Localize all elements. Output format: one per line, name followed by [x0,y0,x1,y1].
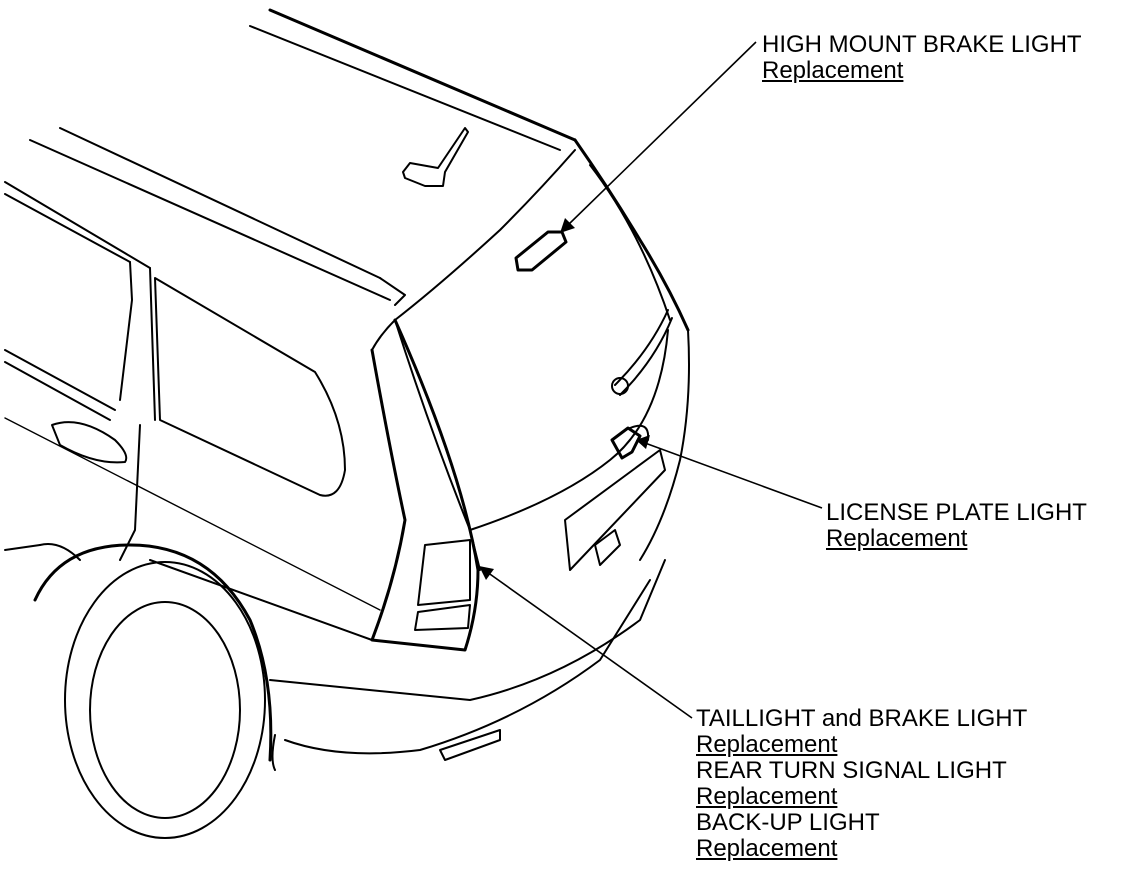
leader-rear-group [479,566,693,719]
door-handle [51,421,128,464]
taillight-assembly [370,318,480,652]
link-taillight-replacement[interactable]: Replacement [696,731,838,758]
link-license-plate-replacement[interactable]: Replacement [826,525,968,552]
link-high-mount-replacement[interactable]: Replacement [762,57,904,84]
leader-license [636,435,823,509]
high-mount-brake-light-shape [514,230,568,272]
rear-bumper [269,559,666,771]
leader-high-mount [560,41,757,233]
side-window [4,261,346,497]
label-taillight-title: TAILLIGHT and BRAKE LIGHT [696,705,1028,732]
tailgate-lower [469,329,690,571]
label-high-mount-title: HIGH MOUNT BRAKE LIGHT [762,31,1082,58]
label-turn-signal-title: REAR TURN SIGNAL LIGHT [696,757,1007,784]
label-license-plate: LICENSE PLATE LIGHT Replacement [826,500,1087,552]
rear-window [371,138,690,531]
label-rear-group: TAILLIGHT and BRAKE LIGHT Replacement RE… [696,706,1027,862]
roof-outline [4,8,577,306]
rear-wiper [611,309,673,396]
link-turn-signal-replacement[interactable]: Replacement [696,783,838,810]
body-side [4,417,381,641]
rear-wheel [33,543,273,839]
antenna-icon [402,127,469,187]
label-high-mount: HIGH MOUNT BRAKE LIGHT Replacement [762,32,1082,84]
label-backup-title: BACK-UP LIGHT [696,809,880,836]
label-license-plate-title: LICENSE PLATE LIGHT [826,499,1087,526]
link-backup-replacement[interactable]: Replacement [696,835,838,862]
